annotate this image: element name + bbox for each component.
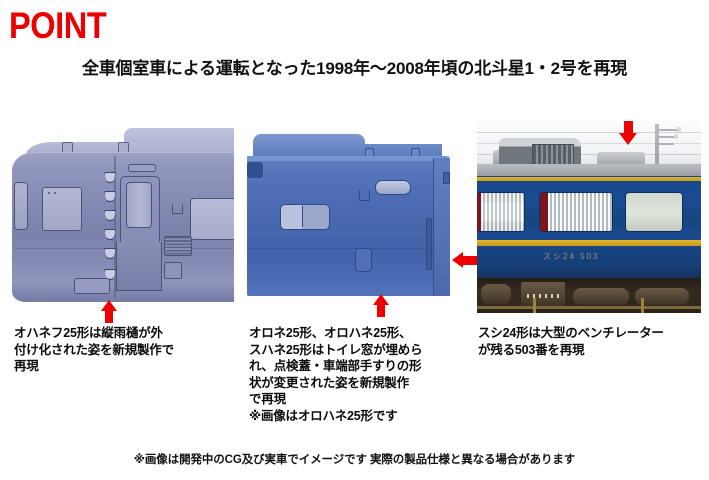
insulator <box>674 134 678 139</box>
end-window <box>247 162 263 178</box>
car-roof <box>477 164 701 178</box>
insulator <box>677 127 681 132</box>
car-body <box>247 156 449 296</box>
caption-line: オハネフ25形は縦雨樋が外 <box>14 326 163 340</box>
platform-edge <box>477 306 701 309</box>
caption-line: スハネ25形はトイレ窓が埋めら <box>249 342 423 357</box>
ventilator-grille <box>532 144 574 166</box>
caption-line: が残る503番を再現 <box>478 342 585 357</box>
belt-line <box>247 248 443 249</box>
down-arrow-icon <box>619 121 638 146</box>
under-equipment <box>635 288 689 305</box>
pole-arm <box>659 129 681 131</box>
panel-ohanefu25 <box>12 120 234 302</box>
side-window <box>190 198 234 240</box>
caption-line: ※画像はオロハネ25形です <box>249 408 398 423</box>
car-end-face <box>433 158 450 296</box>
end-fitting <box>443 172 450 184</box>
up-arrow-icon <box>373 294 389 318</box>
up-arrow-icon <box>101 300 117 324</box>
roof-edge <box>247 156 449 161</box>
caption-line: オロネ25形、オロハネ25形、 <box>249 326 412 340</box>
under-skirt <box>12 283 234 302</box>
door-window <box>126 182 152 228</box>
panel-row: スシ24 503 <box>0 120 709 320</box>
disclaimer-footnote: ※画像は開発中のCG及び実車でイメージです 実際の製品仕様と異なる場合があります <box>133 454 576 466</box>
caption-line: 付け化された姿を新規製作で <box>14 342 174 357</box>
window-divider <box>302 206 304 227</box>
side-window <box>280 204 330 230</box>
track-post <box>533 298 536 313</box>
caption-line: スシ24形は大型のベンチレーター <box>478 326 664 340</box>
pole-arm <box>659 143 674 145</box>
rain-gutter-brackets <box>104 172 116 290</box>
photo-sushi24-503: スシ24 503 <box>477 120 701 313</box>
car-number-marking: スシ24 503 <box>543 252 600 261</box>
passenger-window <box>539 192 613 232</box>
panel-orohane25 <box>247 120 465 302</box>
inspection-hatch <box>355 248 372 272</box>
pole-arm <box>659 136 678 138</box>
inspection-hatch <box>42 187 82 231</box>
page-title: POINT <box>9 5 107 46</box>
caption-line: 状が変更された姿を新規製作 <box>249 375 409 390</box>
subtitle: 全車個室車による運転となった1998年～2008年頃の北斗星1・2号を再現 <box>81 59 628 78</box>
under-box <box>74 278 110 294</box>
under-equipment <box>481 284 511 304</box>
small-ventilator <box>597 152 645 166</box>
under-equipment <box>573 288 629 305</box>
louver-grille <box>164 236 192 256</box>
roof <box>253 134 365 156</box>
roof-fitting <box>128 164 156 172</box>
handrail-bracket <box>172 204 183 214</box>
door-lower-panel <box>116 242 162 291</box>
caption-line: れ、点検蓋・車端部手すりの形 <box>249 359 422 373</box>
passenger-window <box>625 192 683 232</box>
car-end-handrail <box>426 218 432 270</box>
cg-render-orohane25 <box>247 120 465 302</box>
end-window <box>14 182 28 230</box>
car-end-seam <box>114 156 116 298</box>
track-post <box>641 298 644 313</box>
caption-line: で再現 <box>249 392 286 406</box>
access-box <box>164 262 182 279</box>
caption-ohanefu25: オハネフ25形は縦雨樋が外 付け化された姿を新規製作で 再現 <box>14 325 226 375</box>
caption-sushi24: スシ24形は大型のベンチレーター が残る503番を再現 <box>478 325 700 358</box>
caption-line: 再現 <box>14 359 39 373</box>
filled-toilet-window <box>375 180 411 195</box>
cg-render-ohanefu25 <box>12 120 234 302</box>
panel-sushi24: スシ24 503 <box>477 120 701 313</box>
catenary-pole <box>655 124 659 168</box>
caption-orohane25: オロネ25形、オロハネ25形、 スハネ25形はトイレ窓が埋めら れ、点検蓋・車端… <box>249 325 465 424</box>
yellow-stripe-upper <box>477 177 701 181</box>
equipment-vents <box>527 294 559 298</box>
handrail-bracket <box>359 190 370 201</box>
left-arrow-icon <box>452 252 478 269</box>
passenger-window <box>477 192 525 232</box>
yellow-stripe-lower <box>477 240 701 246</box>
